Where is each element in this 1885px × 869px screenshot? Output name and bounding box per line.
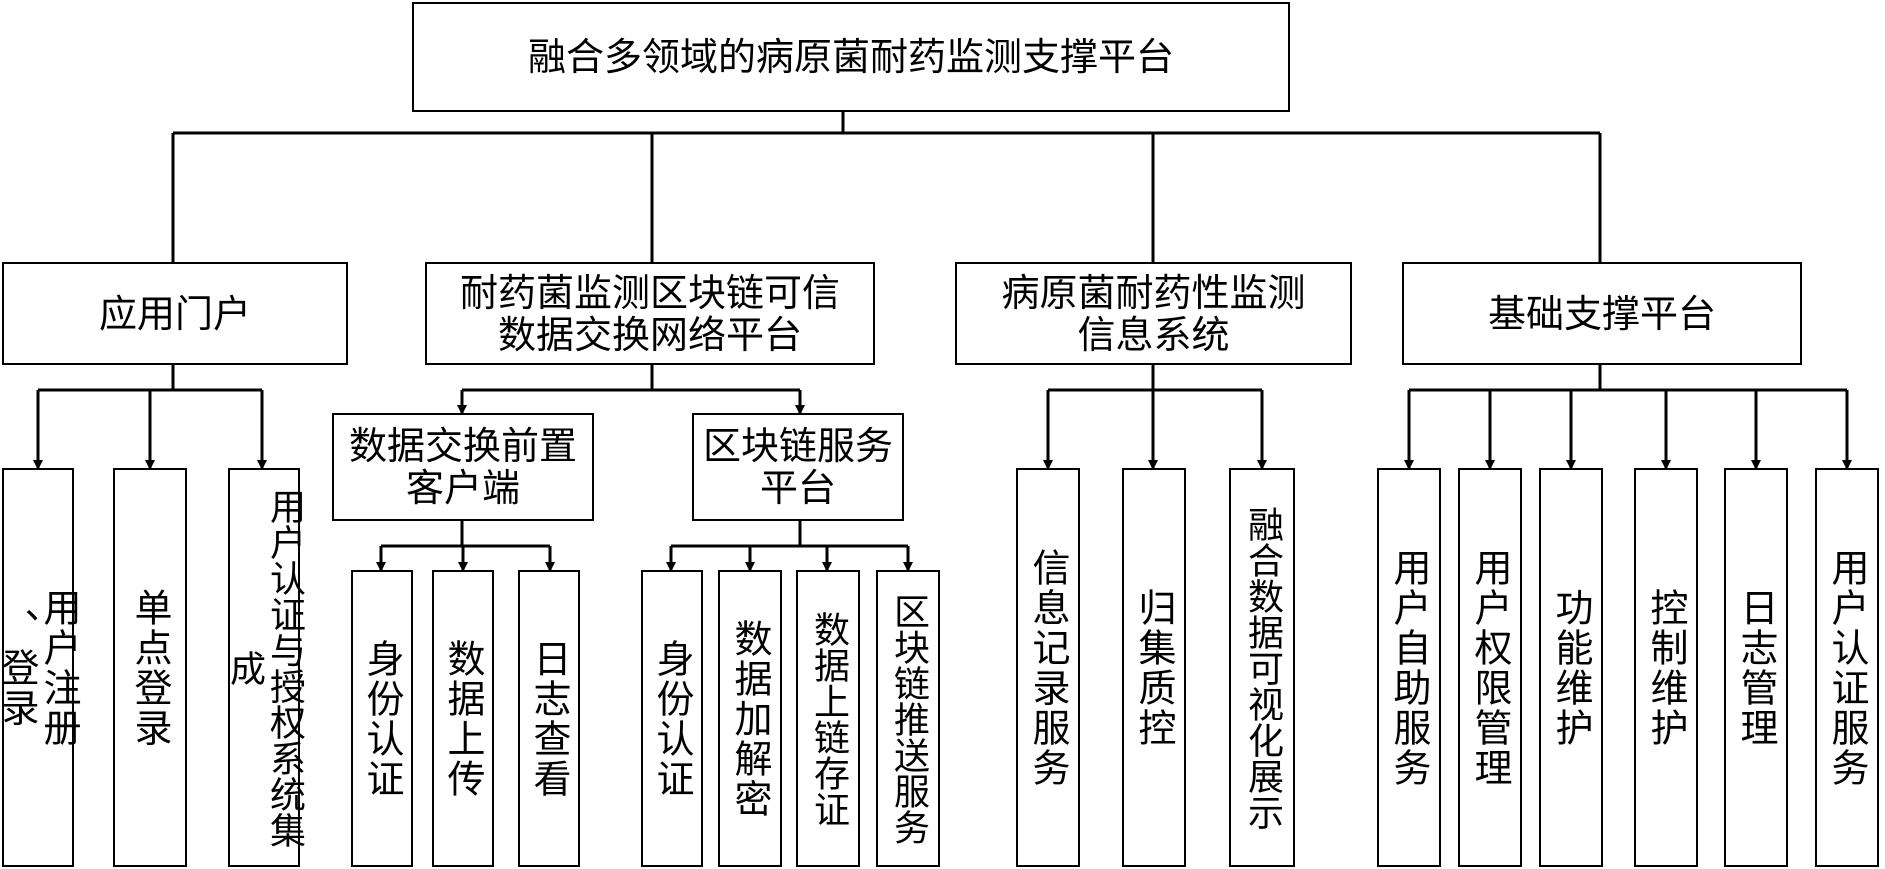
leaf-node: 用户认证服务	[1815, 468, 1879, 867]
leaf-node: 单点登录	[113, 468, 187, 867]
branch-monitoring-system: 病原菌耐药性监测 信息系统	[955, 262, 1352, 365]
branch-label: 耐药菌监测区块链可信 数据交换网络平台	[459, 270, 840, 357]
subgroup-label: 数据交换前置 客户端	[348, 424, 577, 510]
leaf-node: 融合数据可视化展示	[1229, 468, 1295, 867]
leaf-label: 用户认证与授权系统集成	[224, 487, 305, 848]
branch-base-platform: 基础支撑平台	[1402, 262, 1802, 365]
root-title: 融合多领域的病原菌耐药监测支撑平台	[527, 35, 1174, 79]
leaf-node: 日志查看	[518, 570, 580, 867]
branch-blockchain-exchange: 耐药菌监测区块链可信 数据交换网络平台	[425, 262, 875, 365]
leaf-node: 数据加解密	[718, 570, 782, 867]
leaf-label: 用户注册 、登录	[0, 587, 81, 748]
leaf-node: 用户注册 、登录	[0, 468, 81, 867]
branch-label: 病原菌耐药性监测 信息系统	[1001, 270, 1306, 357]
branch-label: 应用门户	[98, 291, 251, 336]
leaf-node: 信息记录服务	[1016, 468, 1080, 867]
leaf-label: 日志查看	[527, 638, 571, 799]
leaf-label: 数据加解密	[728, 618, 772, 819]
leaf-label: 融合数据可视化展示	[1242, 505, 1283, 830]
leaf-node: 用户权限管理	[1458, 468, 1522, 867]
leaf-node: 归集质控	[1122, 468, 1186, 867]
subgroup-blockchain-service: 区块链服务 平台	[692, 413, 904, 521]
leaf-node: 功能维护	[1539, 468, 1603, 867]
branch-app-portal: 应用门户	[2, 262, 348, 365]
leaf-node: 数据上链存证	[796, 570, 860, 867]
leaf-label: 数据上链存证	[808, 610, 849, 827]
leaf-label: 用户自助服务	[1387, 547, 1431, 788]
leaf-node: 身份认证	[351, 570, 413, 867]
subgroup-exchange-client: 数据交换前置 客户端	[332, 413, 594, 521]
leaf-label: 区块链推送服务	[888, 592, 929, 845]
leaf-label: 日志管理	[1734, 587, 1778, 748]
leaf-node: 控制维护	[1634, 468, 1698, 867]
branch-label: 基础支撑平台	[1487, 291, 1716, 336]
leaf-label: 信息记录服务	[1026, 547, 1070, 788]
leaf-label: 单点登录	[128, 587, 172, 748]
leaf-label: 身份认证	[650, 638, 694, 799]
leaf-node: 用户认证与授权系统集成	[224, 468, 305, 867]
root-node: 融合多领域的病原菌耐药监测支撑平台	[412, 2, 1290, 112]
leaf-label: 用户认证服务	[1825, 547, 1869, 788]
leaf-label: 功能维护	[1549, 587, 1593, 748]
leaf-label: 控制维护	[1644, 587, 1688, 748]
leaf-node: 身份认证	[641, 570, 703, 867]
leaf-label: 归集质控	[1132, 587, 1176, 748]
leaf-node: 用户自助服务	[1377, 468, 1441, 867]
leaf-label: 数据上传	[441, 638, 485, 799]
leaf-node: 数据上传	[432, 570, 494, 867]
leaf-node: 区块链推送服务	[876, 570, 940, 867]
subgroup-label: 区块链服务 平台	[702, 424, 893, 510]
leaf-node: 日志管理	[1724, 468, 1788, 867]
leaf-label: 用户权限管理	[1468, 547, 1512, 788]
leaf-label: 身份认证	[360, 638, 404, 799]
